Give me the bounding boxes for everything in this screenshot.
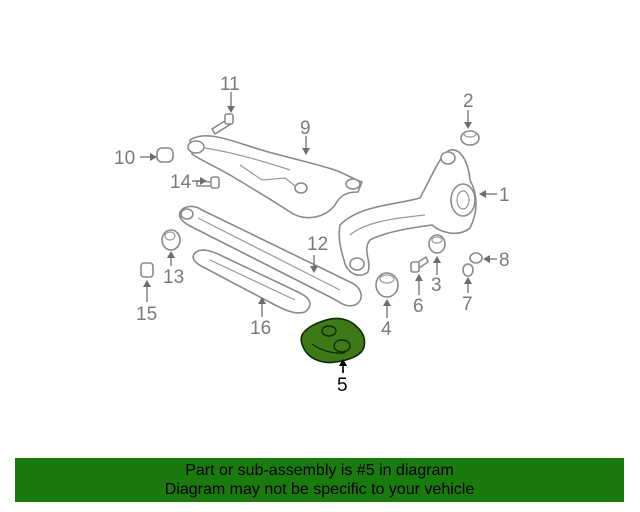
callout-12: 12 [307,234,328,255]
callout-14: 14 [170,172,192,193]
part-6-bolt[interactable] [410,256,429,273]
callout-15: 15 [136,304,157,325]
callout-7: 7 [462,294,473,315]
part-13-bushing[interactable] [161,229,181,251]
part-11-bolt[interactable] [211,113,234,135]
parts-diagram: 11 2 9 10 14 1 12 8 13 3 6 7 15 16 4 5 [114,74,510,396]
part-12-lower-arm[interactable] [178,205,362,307]
part-10-bushing[interactable] [156,147,174,163]
info-banner: Part or sub-assembly is #5 in diagram Di… [15,458,624,502]
callout-5-highlighted: 5 [337,375,348,396]
part-5-mount-highlighted[interactable] [300,317,366,364]
banner-line-2: Diagram may not be specific to your vehi… [164,481,475,498]
callout-10: 10 [114,148,135,169]
callout-3: 3 [431,275,442,296]
callout-labels: 11 2 9 10 14 1 12 8 13 3 6 7 15 16 4 5 [114,74,510,396]
callout-13: 13 [163,267,184,288]
callout-11: 11 [220,74,240,95]
callout-16: 16 [250,318,271,339]
part-8-nut[interactable] [469,252,483,264]
part-4-bushing[interactable] [375,272,399,298]
callout-1: 1 [499,185,510,206]
part-9-control-arm[interactable] [187,135,363,219]
callout-2: 2 [463,91,474,112]
part-16-lower-link[interactable] [192,249,311,314]
callout-9: 9 [300,118,311,139]
part-1-wheel-carrier[interactable] [338,149,477,276]
callout-4: 4 [381,319,392,340]
part-15-nut[interactable] [140,262,154,278]
callout-8: 8 [499,250,510,271]
part-2-bushing[interactable] [460,130,480,146]
banner-line-1: Part or sub-assembly is #5 in diagram [185,462,454,479]
part-7-nut[interactable] [462,263,474,277]
part-3-bushing[interactable] [428,234,446,254]
part-14-bolt[interactable] [196,176,220,189]
callout-6: 6 [413,296,424,317]
leader-lines [140,92,497,373]
